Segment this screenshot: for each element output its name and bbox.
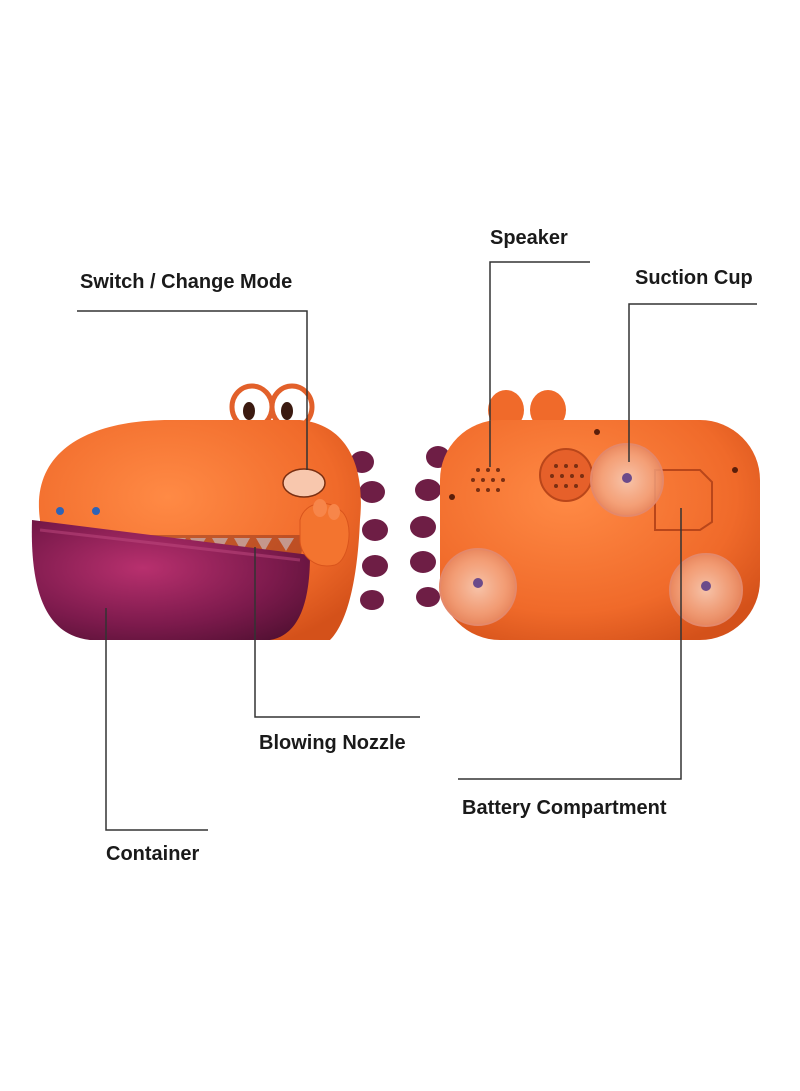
switch-button <box>282 468 326 498</box>
label-battery-compartment: Battery Compartment <box>462 797 667 819</box>
front-view-dinosaur <box>31 383 388 640</box>
leader-lines <box>77 261 757 831</box>
back-view-dinosaur <box>410 390 760 640</box>
label-speaker: Speaker <box>490 227 568 249</box>
battery-cover <box>654 469 713 531</box>
label-container: Container <box>106 843 200 865</box>
spikes-back <box>410 446 450 607</box>
speaker-grille <box>471 468 505 492</box>
container-shape <box>31 520 311 640</box>
label-blowing-nozzle: Blowing Nozzle <box>259 732 406 754</box>
label-switch-change-mode: Switch / Change Mode <box>80 271 293 293</box>
label-suction-cup: Suction Cup <box>635 267 753 289</box>
suction-cups <box>439 443 743 627</box>
